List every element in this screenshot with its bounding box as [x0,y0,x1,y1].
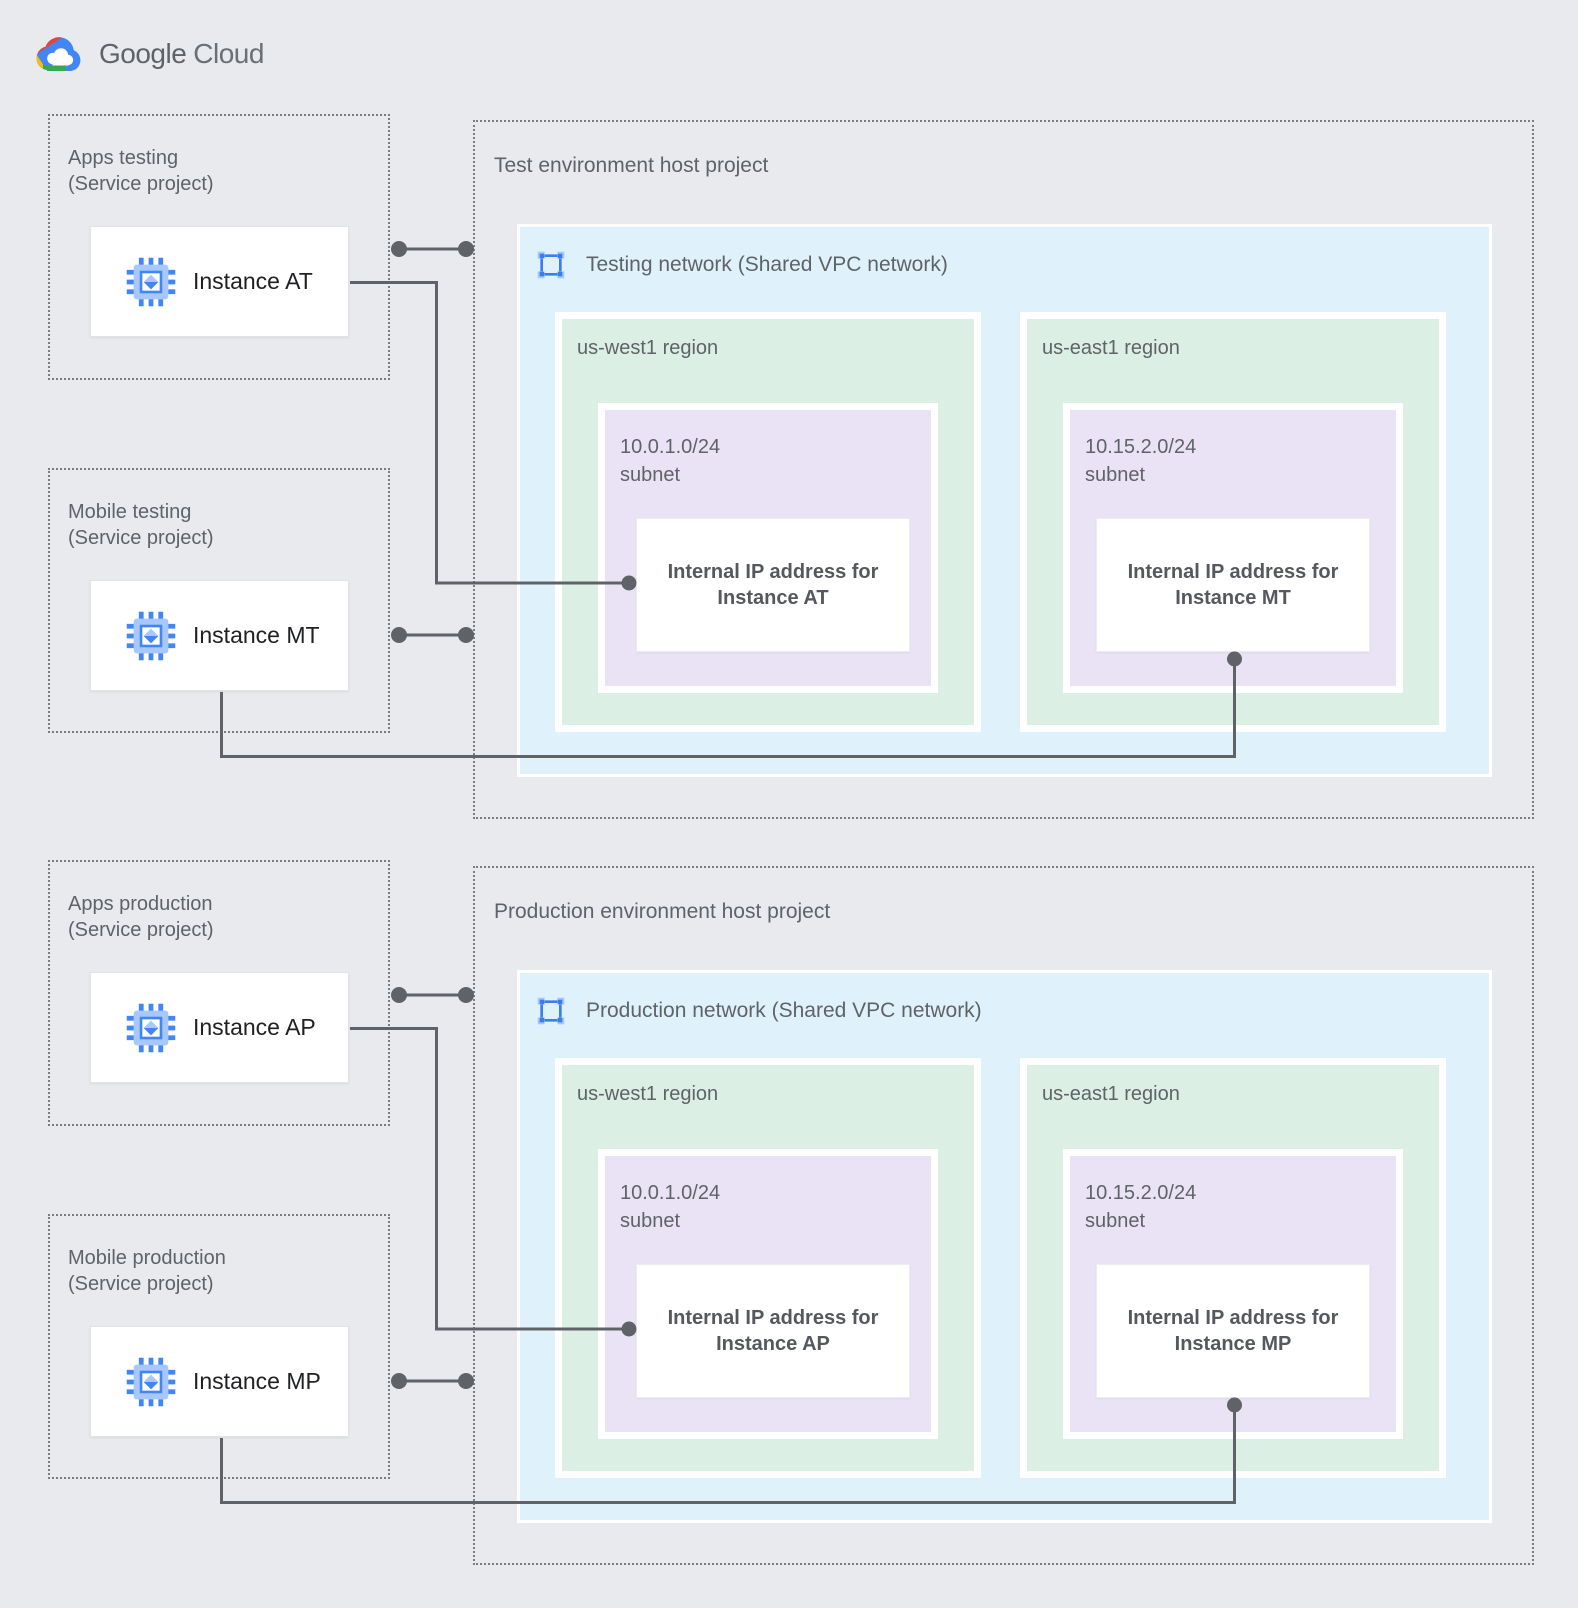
region-us-west1: us-west1 region 10.0.1.0/24 subnet Inter… [555,1058,981,1478]
ip-label-line1: Internal IP address for [1127,561,1339,583]
region-label: us-west1 region [577,337,719,359]
ip-label-line2: Instance AT [717,587,829,609]
connector-dot [391,627,407,643]
host-project-title: Production environment host project [494,900,831,923]
subnet-word: subnet [620,1210,681,1232]
host-project-production: Production environment host project Prod… [473,866,1534,1565]
compute-engine-icon [126,1357,176,1406]
service-project-type: (Service project) [68,173,214,195]
subnet-label: 10.0.1.0/24 subnet [620,1179,720,1235]
connector-dot [458,987,474,1003]
compute-engine-icon [126,611,176,660]
internal-ip-box-instance-mt: Internal IP address for Instance MT [1096,518,1370,652]
subnet-word: subnet [1085,464,1146,486]
connector-dot [391,241,407,257]
region-label: us-west1 region [577,1083,719,1105]
region-label: us-east1 region [1042,1083,1180,1105]
service-project-mobile-production: Mobile production (Service project) Inst… [48,1214,390,1479]
logo-product: Cloud [193,38,264,69]
google-cloud-logo-icon [36,37,81,72]
network-label: Production network (Shared VPC network) [586,999,982,1022]
subnet-cidr: 10.15.2.0/24 [1085,1182,1197,1204]
instance-at-box: Instance AT [90,226,349,337]
subnet-word: subnet [1085,1210,1146,1232]
region-us-east1: us-east1 region 10.15.2.0/24 subnet Inte… [1020,312,1446,732]
subnet-cidr: 10.0.1.0/24 [620,1182,721,1204]
instance-ap-box: Instance AP [90,972,349,1083]
service-project-label: Apps production (Service project) [68,891,214,943]
internal-ip-box-instance-ap: Internal IP address for Instance AP [636,1264,910,1398]
service-project-type: (Service project) [68,1273,214,1295]
production-network-box: Production network (Shared VPC network) … [517,970,1492,1523]
vpc-network-icon [537,997,565,1025]
connector-dot [391,1373,407,1389]
subnet-box: 10.0.1.0/24 subnet Internal IP address f… [598,1149,938,1439]
service-project-name: Apps testing [68,147,179,169]
vpc-network-icon [537,251,565,279]
service-project-name: Apps production [68,893,213,915]
instance-mp-box: Instance MP [90,1326,349,1437]
network-header: Production network (Shared VPC network) [535,995,982,1027]
service-project-type: (Service project) [68,527,214,549]
subnet-label: 10.15.2.0/24 subnet [1085,433,1196,489]
compute-engine-icon [126,257,176,306]
service-project-name: Mobile production [68,1247,226,1269]
subnet-label: 10.0.1.0/24 subnet [620,433,720,489]
service-project-apps-testing: Apps testing (Service project) Instance … [48,114,390,380]
subnet-label: 10.15.2.0/24 subnet [1085,1179,1196,1235]
subnet-box: 10.0.1.0/24 subnet Internal IP address f… [598,403,938,693]
subnet-word: subnet [620,464,681,486]
region-us-west1: us-west1 region 10.0.1.0/24 subnet Inter… [555,312,981,732]
internal-ip-box-instance-mp: Internal IP address for Instance MP [1096,1264,1370,1398]
ip-label-line1: Internal IP address for [667,561,879,583]
connector-dot [391,987,407,1003]
service-project-name: Mobile testing [68,501,192,523]
internal-ip-box-instance-at: Internal IP address for Instance AT [636,518,910,652]
network-header: Testing network (Shared VPC network) [535,249,948,281]
subnet-cidr: 10.15.2.0/24 [1085,436,1197,458]
connector-dot [458,627,474,643]
ip-label-line2: Instance MT [1175,587,1291,609]
instance-mt-box: Instance MT [90,580,349,691]
ip-label-line1: Internal IP address for [1127,1307,1339,1329]
region-label: us-east1 region [1042,337,1180,359]
logo-brand: Google [99,38,187,69]
instance-label: Instance AT [193,268,313,294]
compute-engine-icon [126,1003,176,1052]
testing-network-box: Testing network (Shared VPC network) us-… [517,224,1492,777]
ip-label-line2: Instance AP [716,1333,830,1355]
service-project-mobile-testing: Mobile testing (Service project) Instanc… [48,468,390,733]
connector-dot [458,1373,474,1389]
region-us-east1: us-east1 region 10.15.2.0/24 subnet Inte… [1020,1058,1446,1478]
service-project-type: (Service project) [68,919,214,941]
host-project-title: Test environment host project [494,154,769,177]
ip-label-line1: Internal IP address for [667,1307,879,1329]
host-project-test: Test environment host project Testing ne… [473,120,1534,819]
connector-dot [458,241,474,257]
instance-label: Instance MP [193,1368,321,1394]
network-label: Testing network (Shared VPC network) [586,253,948,276]
instance-label: Instance AP [193,1014,316,1040]
service-project-label: Mobile testing (Service project) [68,499,214,551]
service-project-label: Mobile production (Service project) [68,1245,226,1297]
instance-label: Instance MT [193,622,320,648]
subnet-box: 10.15.2.0/24 subnet Internal IP address … [1063,1149,1403,1439]
subnet-box: 10.15.2.0/24 subnet Internal IP address … [1063,403,1403,693]
ip-label-line2: Instance MP [1174,1333,1292,1355]
service-project-apps-production: Apps production (Service project) Instan… [48,860,390,1126]
subnet-cidr: 10.0.1.0/24 [620,436,721,458]
service-project-label: Apps testing (Service project) [68,145,214,197]
